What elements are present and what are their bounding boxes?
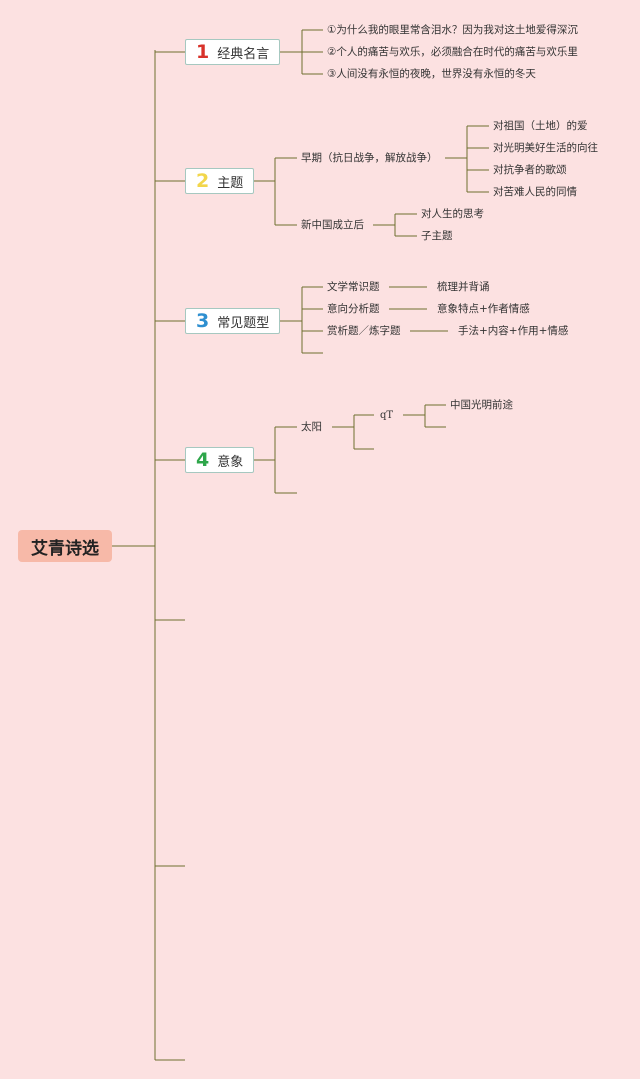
qtype-literature-tip[interactable]: 梳理并背诵: [437, 281, 490, 293]
root-node[interactable]: 艾青诗选: [18, 530, 112, 562]
qtype-literature[interactable]: 文学常识题: [327, 281, 380, 293]
root-label: 艾青诗选: [31, 538, 99, 559]
branch-theme[interactable]: 2 主题: [185, 168, 255, 194]
theme-new-china-2[interactable]: 子主题: [421, 230, 453, 242]
theme-early-3[interactable]: 对抗争者的歌颂: [493, 164, 567, 176]
qtype-appreciation-tip[interactable]: 手法+内容+作用+情感: [458, 325, 569, 337]
qtype-imagery[interactable]: 意向分析题: [327, 303, 380, 315]
imagery-sun-qt[interactable]: qT: [380, 410, 394, 421]
theme-early[interactable]: 早期（抗日战争，解放战争）: [301, 152, 438, 164]
quote-1[interactable]: ①为什么我的眼里常含泪水？因为我对这土地爱得深沉: [327, 24, 578, 36]
branch-imagery[interactable]: 4 意象: [185, 447, 255, 473]
theme-early-4[interactable]: 对苦难人民的同情: [493, 186, 577, 198]
branch-number: 4: [196, 448, 210, 471]
theme-new-china-1[interactable]: 对人生的思考: [421, 208, 484, 220]
branch-label: 常见题型: [217, 315, 270, 331]
qtype-imagery-tip[interactable]: 意象特点+作者情感: [437, 303, 530, 315]
quote-2[interactable]: ②个人的痛苦与欢乐，必须融合在时代的痛苦与欢乐里: [327, 46, 578, 58]
branch-classic-quotes[interactable]: 1 经典名言: [185, 39, 281, 65]
theme-new-china[interactable]: 新中国成立后: [301, 219, 364, 231]
branch-label: 主题: [217, 175, 244, 191]
branch-number: 2: [196, 169, 210, 192]
branch-number: 3: [196, 309, 210, 332]
qtype-appreciation[interactable]: 赏析题／炼字题: [327, 325, 401, 337]
quote-3[interactable]: ③人间没有永恒的夜晚，世界没有永恒的冬天: [327, 68, 536, 80]
branch-label: 经典名言: [217, 46, 270, 62]
theme-early-1[interactable]: 对祖国（土地）的爱: [493, 120, 588, 132]
branch-question-types[interactable]: 3 常见题型: [185, 308, 281, 334]
branch-label: 意象: [217, 454, 244, 470]
imagery-sun[interactable]: 太阳: [301, 421, 322, 433]
imagery-sun-meaning[interactable]: 中国光明前途: [450, 399, 513, 411]
branch-number: 1: [196, 40, 210, 63]
theme-early-2[interactable]: 对光明美好生活的向往: [493, 142, 598, 154]
